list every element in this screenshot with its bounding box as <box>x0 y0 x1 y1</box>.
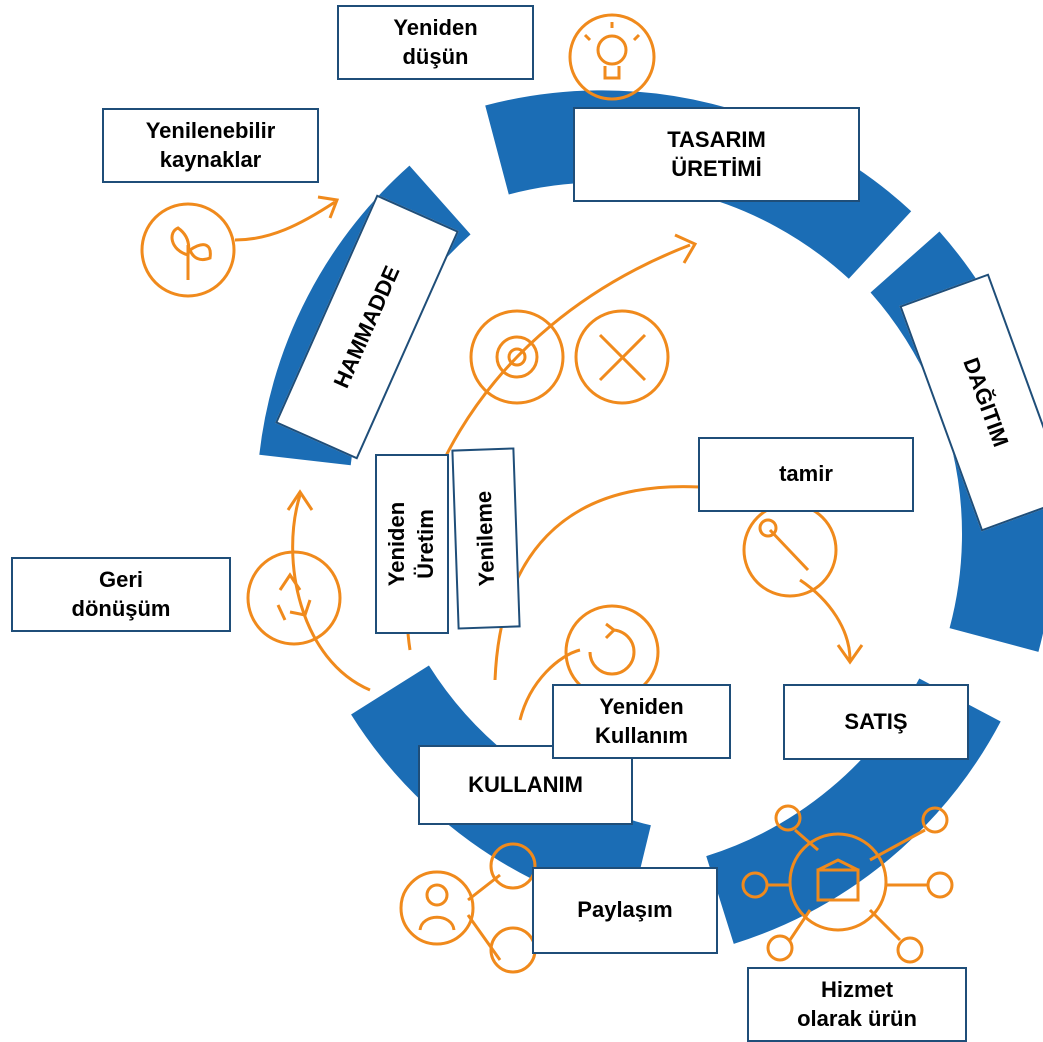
loop-paylasim-box: Paylaşım <box>532 867 718 954</box>
reuse-arc <box>518 648 581 721</box>
renew-arc <box>405 243 691 651</box>
loop-tamir-box: tamir <box>698 437 914 512</box>
stage-kullanim-label: KULLANIM <box>468 771 583 797</box>
lightbulb-icon <box>568 13 656 101</box>
loop-hizmet-label: Hizmet olarak ürün <box>797 976 917 1031</box>
renewable-arrow-head <box>317 195 340 219</box>
loop-yeniden-dusun-box: Yeniden düşün <box>337 5 534 80</box>
loop-tamir-label: tamir <box>779 461 833 487</box>
recycle-arrow-head <box>286 489 314 511</box>
loop-paylasim-label: Paylaşım <box>577 897 673 923</box>
loop-yenilenebilir-label: Yenilenebilir kaynaklar <box>145 117 276 172</box>
repair-arrow-head <box>836 644 864 665</box>
repair-down-arc <box>799 578 852 661</box>
recycle-icon <box>246 550 342 646</box>
gear-icon <box>469 309 565 405</box>
loop-yenileme-box: Yenileme <box>451 447 521 630</box>
stage-satis-box: SATIŞ <box>783 684 969 760</box>
loop-yeniden-dusun-label: Yeniden düşün <box>393 14 478 69</box>
loop-geri-donusum-box: Geri dönüşüm <box>11 557 231 632</box>
wrench-icon <box>742 502 838 598</box>
renewable-arrow <box>234 200 336 242</box>
tools-icon <box>574 309 670 405</box>
stage-satis-label: SATIŞ <box>844 708 908 734</box>
stage-hammadde-label: HAMMADDE <box>328 261 405 392</box>
stage-tasarim-label: TASARIM ÜRETİMİ <box>667 126 766 181</box>
loop-geri-donusum-label: Geri dönüşüm <box>71 566 171 621</box>
share-line-2 <box>466 914 502 961</box>
loop-yeniden-uretim-box: Yeniden Üretim <box>375 454 449 634</box>
loop-yeniden-uretim-label: Yeniden Üretim <box>384 501 438 587</box>
loop-hizmet-box: Hizmet olarak ürün <box>747 967 967 1042</box>
stage-dagitim-label: DAĞITIM <box>958 354 1014 451</box>
loop-yenilenebilir-box: Yenilenebilir kaynaklar <box>102 108 319 183</box>
loop-yeniden-kullanim-label: Yeniden Kullanım <box>595 693 688 748</box>
plant-icon <box>140 202 236 298</box>
box-network-icon <box>741 804 954 964</box>
inner-loops <box>234 195 864 961</box>
renew-arrow-head <box>674 233 698 264</box>
recycle-arc <box>291 494 371 692</box>
loop-yeniden-kullanim-box: Yeniden Kullanım <box>552 684 731 759</box>
loop-yenileme-label: Yenileme <box>471 490 500 587</box>
stage-tasarim-box: TASARIM ÜRETİMİ <box>573 107 860 202</box>
repair-arc <box>493 485 701 681</box>
